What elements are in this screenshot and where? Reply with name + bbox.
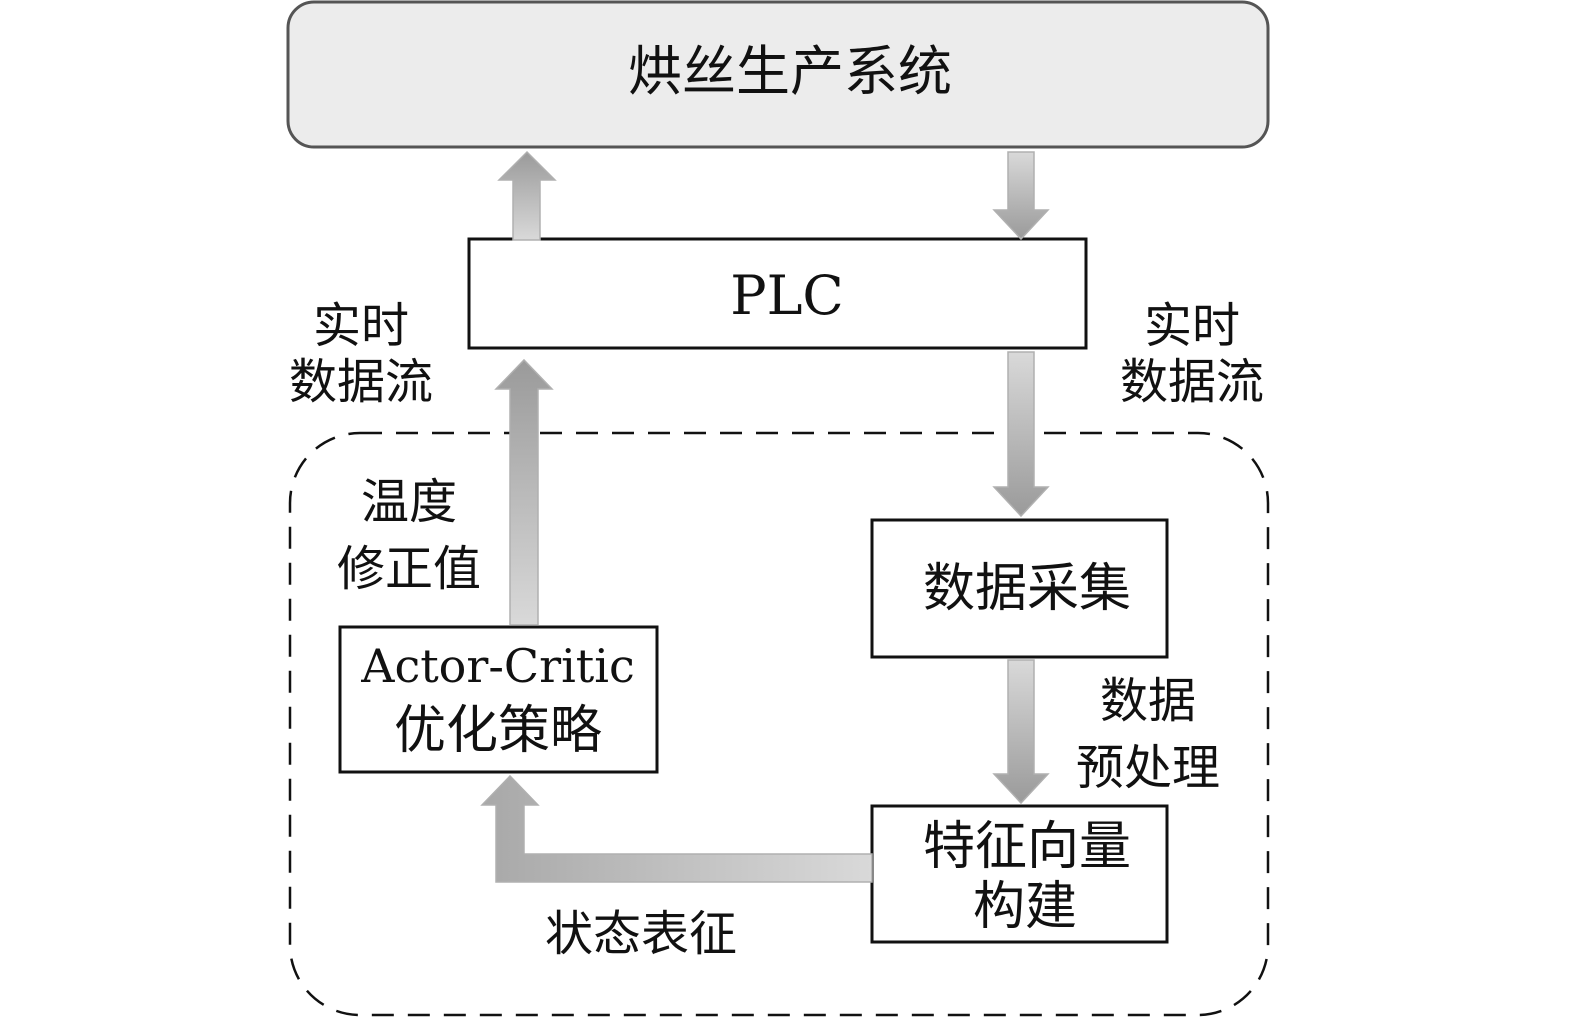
right-stream-line1: 实时 [1144,298,1240,354]
state-representation-label: 状态表征 [545,906,737,962]
actor-critic-label-line2: 优化策略 [394,701,602,761]
arrow-data-acquisition-to-feature [992,659,1050,805]
data-acquisition-node: 数据采集 [870,518,1169,659]
control-module-boundary [288,431,1270,1017]
right-stream-line2: 数据流 [1120,354,1264,410]
temperature-correction-line1: 温度 [361,474,457,530]
plc-label: PLC [730,264,844,327]
temperature-correction-line2: 修正值 [337,541,481,597]
arrow-plc-to-data-acquisition [992,351,1050,518]
feature-vector-label-line2: 构建 [973,877,1077,937]
data-acquisition-label: 数据采集 [923,559,1131,619]
actor-critic-node: Actor-Critic 优化策略 [338,625,659,774]
preprocessing-line2: 预处理 [1076,740,1220,796]
arrow-plc-to-system [497,150,557,241]
preprocessing-label: 数据 预处理 [1076,673,1220,796]
arrow-feature-to-actor-critic [480,774,873,883]
feature-vector-node: 特征向量 构建 [870,804,1169,944]
arrow-system-to-plc [992,151,1050,241]
production-system-label: 烘丝生产系统 [628,40,952,103]
left-stream-label: 实时 数据流 [289,298,433,410]
feature-vector-label-line1: 特征向量 [923,817,1131,877]
production-system-node: 烘丝生产系统 [286,0,1270,149]
left-stream-line1: 实时 [313,298,409,354]
left-stream-line2: 数据流 [289,354,433,410]
temperature-correction-label: 温度 修正值 [337,474,481,597]
actor-critic-label-line1: Actor-Critic [360,639,635,693]
right-stream-label: 实时 数据流 [1120,298,1264,410]
arrow-actor-critic-to-plc [494,358,554,626]
preprocessing-line1: 数据 [1100,673,1196,729]
plc-node: PLC [467,237,1088,350]
